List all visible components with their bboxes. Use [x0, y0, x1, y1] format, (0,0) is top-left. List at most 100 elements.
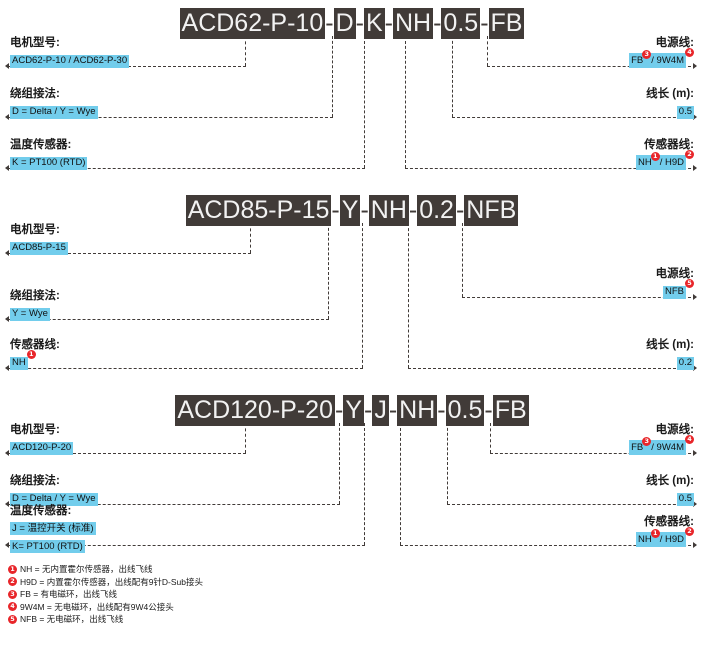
title-separator: -: [384, 9, 393, 37]
label-value: ACD120-P-20: [10, 442, 74, 455]
leader-vertical: [490, 423, 491, 453]
label-motor-model: 电机型号: ACD62-P-10 / ACD62-P-30: [10, 36, 130, 68]
leader-horizontal: [8, 117, 333, 118]
label-text: 温度传感器:: [10, 139, 72, 151]
title-segment: ACD62-P-10: [179, 8, 326, 39]
value-text: FB: [631, 442, 644, 453]
label-value: ACD62-P-10 / ACD62-P-30: [10, 55, 130, 68]
label-cable-length: 线长 (m): 0.2: [646, 338, 694, 370]
title-separator: -: [455, 196, 465, 224]
value-text-2: / H9D: [659, 157, 684, 168]
footnote-marker-icon: 3: [8, 589, 17, 599]
footnote-text: FB = 有电磁环，出线飞线: [20, 589, 118, 600]
leader-vertical: [332, 36, 333, 117]
label-text: 绕组接法:: [10, 475, 60, 487]
label-cable-length: 线长 (m): 0.5: [646, 474, 694, 506]
footnote-text: H9D = 内置霍尔传感器，出线配有9针D-Sub接头: [20, 576, 204, 587]
label-value: NH1/ H9D: [635, 151, 686, 170]
leader-vertical: [362, 223, 363, 368]
title-separator: -: [334, 396, 344, 424]
leader-tick: [693, 114, 697, 120]
value-text-2: / H9D: [659, 534, 684, 545]
value-text-2: / 9W4M: [651, 442, 684, 453]
label-value: FB3/ 9W4M: [629, 436, 686, 455]
title-segment: FB: [492, 395, 529, 426]
title-separator: -: [364, 396, 373, 424]
label-winding-connection: 绕组接法: D = Delta / Y = Wye: [10, 87, 98, 119]
leader-horizontal: [490, 453, 696, 454]
leader-vertical: [452, 36, 453, 117]
leader-horizontal: [8, 368, 363, 369]
label-value: K = PT100 (RTD): [10, 157, 88, 170]
leader-horizontal: [487, 66, 696, 67]
leader-tick: [693, 294, 697, 300]
title-acd120: ACD120-P-20-Y-J-NH-0.5-FB: [0, 395, 704, 426]
footnote-marker-icon: 5: [685, 278, 694, 288]
title-segment: J: [372, 395, 389, 426]
footnote-marker-icon: 3: [642, 49, 652, 59]
leader-vertical: [339, 423, 340, 504]
label-text: 传感器线:: [644, 516, 694, 528]
title-separator: -: [355, 9, 364, 37]
title-segment: 0.2: [417, 195, 456, 226]
leader-horizontal: [405, 168, 696, 169]
title-separator: -: [484, 396, 493, 424]
title-separator: -: [480, 9, 489, 37]
footnote-text: NFB = 无电磁环，出线飞线: [20, 614, 124, 625]
label-text: 线长 (m):: [646, 339, 694, 351]
footnote-marker-icon: 2: [685, 526, 694, 536]
label-value: ACD85-P-15: [10, 242, 68, 255]
leader-vertical: [245, 36, 246, 66]
leader-horizontal: [408, 368, 696, 369]
title-segment: FB: [488, 8, 525, 39]
label-text: 线长 (m):: [646, 88, 694, 100]
title-segment: Y: [343, 395, 364, 426]
title-separator: -: [325, 9, 334, 37]
leader-tick: [5, 450, 9, 456]
leader-horizontal: [8, 319, 329, 320]
footnote-marker-icon: 1: [8, 564, 17, 574]
leader-tick: [693, 542, 697, 548]
leader-vertical: [245, 423, 246, 453]
footnote-item: 1 NH = 无内置霍尔传感器，出线飞线: [8, 563, 428, 576]
footnote-item: 3 FB = 有电磁环，出线飞线: [8, 588, 428, 601]
title-segment: Y: [339, 195, 361, 226]
footnote-marker-icon: 4: [685, 434, 694, 444]
footnote-item: 5 NFB = 无电磁环，出线飞线: [8, 613, 428, 626]
leader-horizontal: [8, 253, 251, 254]
footnote-item: 4 9W4M = 无电磁环，出线配有9W4公接头: [8, 601, 428, 614]
title-segment: 0.5: [445, 395, 485, 426]
footnote-text: NH = 无内置霍尔传感器，出线飞线: [20, 564, 153, 574]
leader-vertical: [408, 223, 409, 368]
leader-tick: [5, 542, 9, 548]
footnote-item: 2 H9D = 内置霍尔传感器，出线配有9针D-Sub接头: [8, 576, 428, 589]
value-text-2: / 9W4M: [651, 55, 684, 66]
title-segment: NH: [392, 8, 434, 39]
leader-horizontal: [452, 117, 696, 118]
title-segment: D: [333, 8, 356, 39]
title-segment: 0.5: [441, 8, 481, 39]
leader-horizontal: [400, 545, 696, 546]
label-power-cable: 电源线: NFB5: [656, 267, 694, 299]
leader-tick: [5, 316, 9, 322]
leader-tick: [5, 114, 9, 120]
footnote-marker-icon: 3: [642, 436, 652, 446]
label-text: 电源线:: [655, 424, 694, 436]
footnote-marker-icon: 5: [8, 614, 17, 624]
label-value: J = 温控开关 (标准): [10, 522, 96, 535]
title-segment: NFB: [464, 195, 519, 226]
label-text: 电机型号:: [10, 37, 60, 49]
footnote-text: 9W4M = 无电磁环，出线配有9W4公接头: [20, 601, 174, 612]
leader-horizontal: [8, 453, 246, 454]
title-acd85: ACD85-P-15-Y-NH-0.2-NFB: [0, 195, 704, 226]
label-value: NH1/ H9D: [635, 528, 686, 547]
label-text: 电源线:: [655, 268, 694, 280]
label-text: 绕组接法:: [10, 290, 60, 302]
title-separator: -: [360, 196, 369, 224]
leader-horizontal: [8, 504, 340, 505]
title-segment: NH: [368, 195, 409, 226]
section-acd62: ACD62-P-10-D-K-NH-0.5-FB 电机型号: ACD62-P-1…: [0, 0, 704, 185]
title-segment: ACD120-P-20: [175, 395, 335, 426]
leader-vertical: [447, 423, 448, 504]
footnote-marker-icon: 1: [26, 349, 36, 359]
